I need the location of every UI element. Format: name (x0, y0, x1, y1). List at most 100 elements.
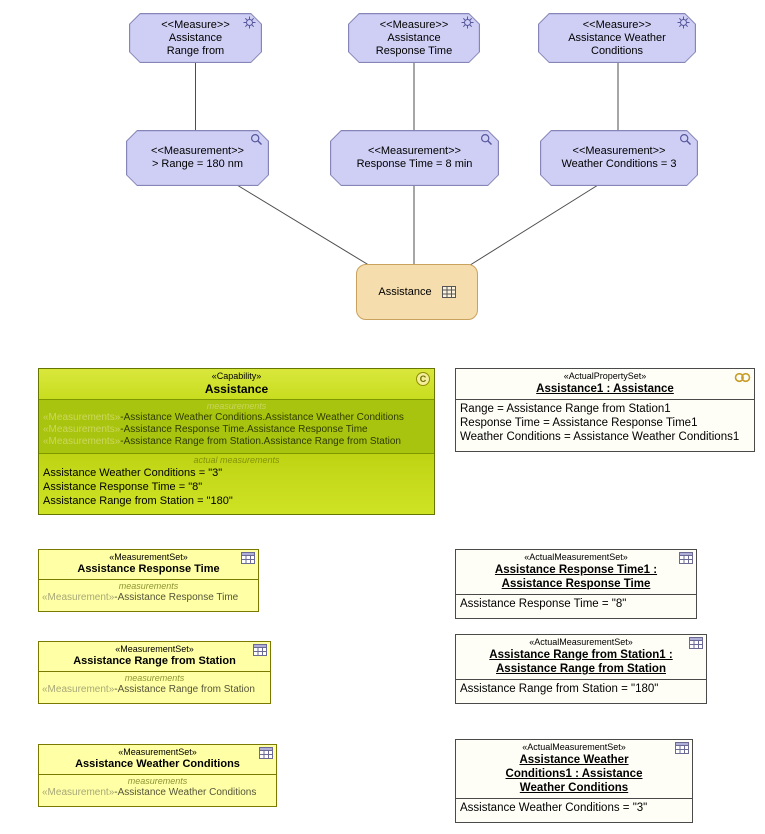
capability-badge-icon: C (416, 372, 430, 386)
measurement-text: -Assistance Response Time (114, 592, 239, 603)
stereotype-label: «ActualMeasurementSet» (529, 637, 633, 647)
value-line: Assistance Range from Station = "180" (460, 683, 659, 695)
stereotype-label: «ActualMeasurementSet» (524, 552, 628, 562)
measure-node-assistance-response-time[interactable]: <<Measure>> Assistance Response Time (348, 13, 480, 63)
chain-links-icon (734, 371, 751, 384)
capability-actual-measurements-section: actual measurements Assistance Weather C… (39, 454, 434, 514)
property-line: Range = Assistance Range from Station1 (460, 403, 671, 415)
measurement-set-box-response-time[interactable]: «MeasurementSet» Assistance Response Tim… (38, 549, 259, 612)
measurement-set-box-range-from-station[interactable]: «MeasurementSet» Assistance Range from S… (38, 641, 271, 704)
node-name-line: Assistance Weather (568, 31, 666, 44)
box-body: Range = Assistance Range from Station1 R… (456, 400, 754, 451)
node-fill (541, 131, 697, 185)
measurement-node-weather-conditions[interactable]: <<Measurement>> Weather Conditions = 3 (540, 130, 698, 186)
section-label: actual measurements (193, 455, 280, 465)
value-line: Assistance Response Time = "8" (460, 598, 627, 610)
measurement-text: -Assistance Range from Station.Assistanc… (120, 436, 401, 447)
measure-gear-icon (461, 16, 474, 29)
box-header: «MeasurementSet» Assistance Response Tim… (39, 550, 258, 580)
stereotype-label: <<Measure>> (379, 18, 449, 31)
box-header: «ActualPropertySet» Assistance1 : Assist… (456, 369, 754, 400)
actual-measurement-set-box-range-from-station[interactable]: «ActualMeasurementSet» Assistance Range … (455, 634, 707, 704)
actual-measurement-set-box-weather-conditions[interactable]: «ActualMeasurementSet» Assistance Weathe… (455, 739, 693, 823)
measure-node-assistance-weather-conditions[interactable]: <<Measure>> Assistance Weather Condition… (538, 13, 696, 63)
node-fill (127, 131, 268, 185)
measurement-node-range[interactable]: <<Measurement>> > Range = 180 nm (126, 130, 269, 186)
measurement-text: -Assistance Weather Conditions (114, 787, 257, 798)
measure-gear-icon (243, 16, 256, 29)
node-name-line: Assistance (387, 31, 441, 44)
edge-measurement3-assistance[interactable] (466, 184, 599, 268)
box-body: measurements «Measurement»-Assistance We… (39, 775, 276, 806)
node-fill (349, 14, 479, 62)
node-name-line: Assistance (168, 31, 223, 44)
measurement-table-icon (241, 552, 255, 564)
node-content: <<Measure>> Assistance Response Time (348, 13, 480, 63)
box-body: Assistance Range from Station = "180" (456, 680, 706, 703)
stereotype-keyword: «Measurement» (42, 787, 115, 798)
stereotype-keyword: «Measurement» (42, 592, 115, 603)
node-content: <<Measure>> Assistance Range from (129, 13, 262, 63)
stereotype-label: «ActualMeasurementSet» (522, 742, 626, 752)
box-body: Assistance Weather Conditions = "3" (456, 799, 692, 822)
node-name-line: Range from (166, 44, 225, 57)
box-name-line: Assistance Response Time1 : (494, 564, 658, 576)
measurement-value: Weather Conditions = 3 (561, 158, 677, 170)
box-name: Assistance Response Time (77, 563, 220, 575)
capability-name: Assistance (204, 382, 269, 396)
measure-gear-icon (677, 16, 690, 29)
box-name-line: Conditions1 : Assistance (505, 768, 643, 780)
measurement-table-icon (259, 747, 273, 759)
box-header: «MeasurementSet» Assistance Weather Cond… (39, 745, 276, 775)
magnifier-icon (679, 133, 692, 146)
box-header: «ActualMeasurementSet» Assistance Weathe… (456, 740, 692, 799)
box-name-line: Assistance Range from Station (496, 663, 666, 675)
measurement-table-icon (679, 552, 693, 564)
box-name: Assistance Range from Station (73, 655, 236, 667)
box-header: «MeasurementSet» Assistance Range from S… (39, 642, 270, 672)
box-name-line: Assistance Weather (519, 754, 629, 766)
property-line: Weather Conditions = Assistance Weather … (460, 431, 740, 443)
assistance-label: Assistance (378, 286, 432, 298)
node-fill (130, 14, 261, 62)
assistance-node[interactable]: Assistance (356, 264, 478, 320)
section-label: measurements (127, 776, 188, 786)
measurement-line: «Measurement»-Assistance Response Time (42, 592, 255, 604)
measurement-node-response-time[interactable]: <<Measurement>> Response Time = 8 min (330, 130, 499, 186)
actual-measurement-line: Assistance Response Time = "8" (43, 481, 203, 493)
stereotype-label: «MeasurementSet» (118, 747, 197, 757)
box-name: Assistance Weather Conditions (75, 758, 240, 770)
edge-measurement1-assistance[interactable] (236, 184, 373, 268)
measurement-table-icon (689, 637, 703, 649)
measurement-value: Response Time = 8 min (356, 158, 473, 170)
table-icon (441, 286, 456, 298)
box-header: «ActualMeasurementSet» Assistance Range … (456, 635, 706, 680)
stereotype-keyword: «Measurements» (43, 412, 121, 423)
box-name: Assistance1 : Assistance (536, 383, 674, 395)
stereotype-keyword: «Measurements» (43, 424, 121, 435)
measurement-text: -Assistance Weather Conditions.Assistanc… (120, 412, 404, 423)
stereotype-label: <<Measurement>> (151, 145, 244, 157)
measurement-text: -Assistance Response Time.Assistance Res… (120, 424, 368, 435)
box-body: measurements «Measurement»-Assistance Ra… (39, 672, 270, 703)
stereotype-label: «Capability» (211, 371, 262, 381)
measure-node-assistance-range-from[interactable]: <<Measure>> Assistance Range from (129, 13, 262, 63)
measurement-table-icon (253, 644, 267, 656)
stereotype-label: <<Measure>> (582, 18, 652, 31)
section-label: measurements (118, 581, 179, 591)
box-body: Assistance Response Time = "8" (456, 595, 696, 618)
section-label: measurements (124, 673, 185, 683)
actual-property-set-box[interactable]: «ActualPropertySet» Assistance1 : Assist… (455, 368, 755, 452)
node-content: <<Measure>> Assistance Weather Condition… (538, 13, 696, 63)
node-fill (539, 14, 695, 62)
capability-box-assistance[interactable]: «Capability» Assistance C measurements «… (38, 368, 435, 515)
actual-measurement-line: Assistance Weather Conditions = "3" (43, 467, 223, 479)
box-header: «ActualMeasurementSet» Assistance Respon… (456, 550, 696, 595)
node-content: <<Measurement>> > Range = 180 nm (126, 130, 269, 186)
node-name-line: Response Time (375, 44, 453, 57)
actual-measurement-line: Assistance Range from Station = "180" (43, 495, 233, 507)
stereotype-label: <<Measure>> (161, 18, 230, 31)
actual-measurement-set-box-response-time[interactable]: «ActualMeasurementSet» Assistance Respon… (455, 549, 697, 619)
measurement-value: > Range = 180 nm (151, 158, 244, 170)
measurement-set-box-weather-conditions[interactable]: «MeasurementSet» Assistance Weather Cond… (38, 744, 277, 807)
